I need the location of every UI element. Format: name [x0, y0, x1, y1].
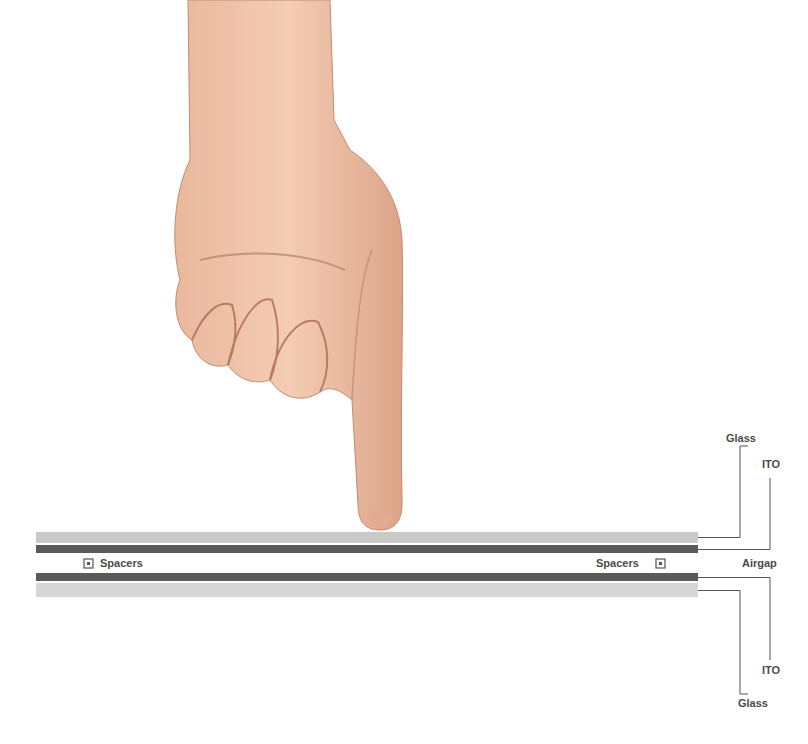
- glass-layer: [36, 532, 698, 543]
- finger-crease: [228, 299, 278, 380]
- spacer-symbol: [659, 562, 662, 565]
- layer-label: Glass: [738, 697, 768, 710]
- hand-shape: [175, 0, 403, 530]
- ito-layer: [36, 573, 698, 581]
- leader-line: [698, 578, 770, 661]
- finger-crease: [270, 321, 327, 392]
- spacer-symbol: [87, 562, 90, 565]
- finger-crease: [192, 304, 235, 365]
- layer-label: Airgap: [742, 557, 777, 570]
- spacer-symbol: [84, 559, 93, 568]
- layer-label: Glass: [726, 432, 756, 445]
- fingertip: [368, 510, 392, 526]
- layer-label: ITO: [762, 458, 780, 471]
- knuckle-line: [200, 253, 345, 270]
- ito-layer: [36, 545, 698, 553]
- label-brackets: [698, 446, 770, 694]
- layer-label: Spacers: [596, 557, 639, 570]
- leader-line: [698, 446, 748, 538]
- leader-line: [698, 591, 748, 695]
- pointing-hand: [175, 0, 403, 530]
- leader-line: [698, 478, 770, 550]
- finger-edge: [352, 250, 372, 400]
- layer-label: Spacers: [100, 557, 143, 570]
- layer-label: ITO: [762, 664, 780, 677]
- spacer-symbol: [656, 559, 665, 568]
- glass-layer: [36, 583, 698, 597]
